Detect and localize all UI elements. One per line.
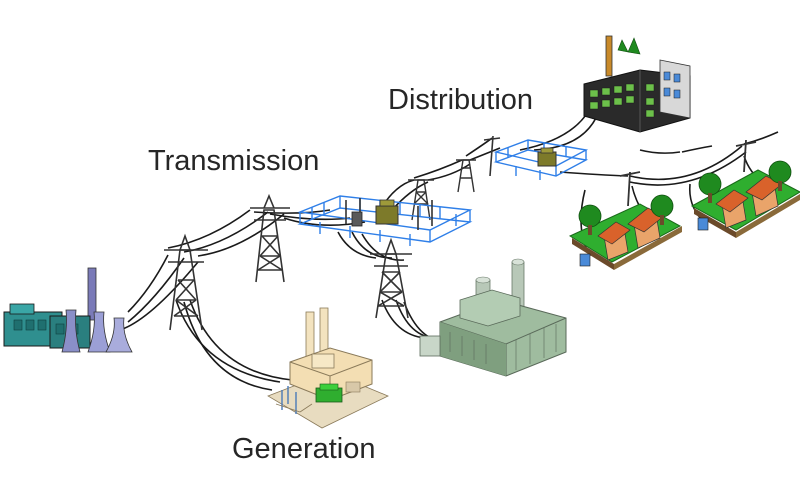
transmission-tower-icon [456,159,476,193]
utility-pole-icon [619,139,757,207]
house-icon [715,175,783,229]
transmission-label: Transmission [148,145,320,177]
meter-icon [697,217,709,231]
tree-icon [698,160,792,203]
transmission-tower-icon [370,237,412,319]
transmission-tower-icon [164,233,208,331]
factory-icon [583,35,691,133]
transmission-tower-icon [250,193,290,283]
distribution-label: Distribution [388,84,534,116]
transformer-icon [537,147,557,167]
gas-power-plant-icon [419,258,567,377]
tree-icon [578,194,674,235]
coal-power-plant-icon [3,267,133,353]
substation-icon [493,139,589,180]
utility-pole-icon [483,135,501,177]
transformer-icon [351,199,399,227]
generation-label: Generation [232,433,376,465]
nuclear-power-plant-icon [267,307,389,429]
substation-icon [297,195,473,246]
transmission-tower-icon [408,179,434,221]
meter-icon [579,253,591,267]
